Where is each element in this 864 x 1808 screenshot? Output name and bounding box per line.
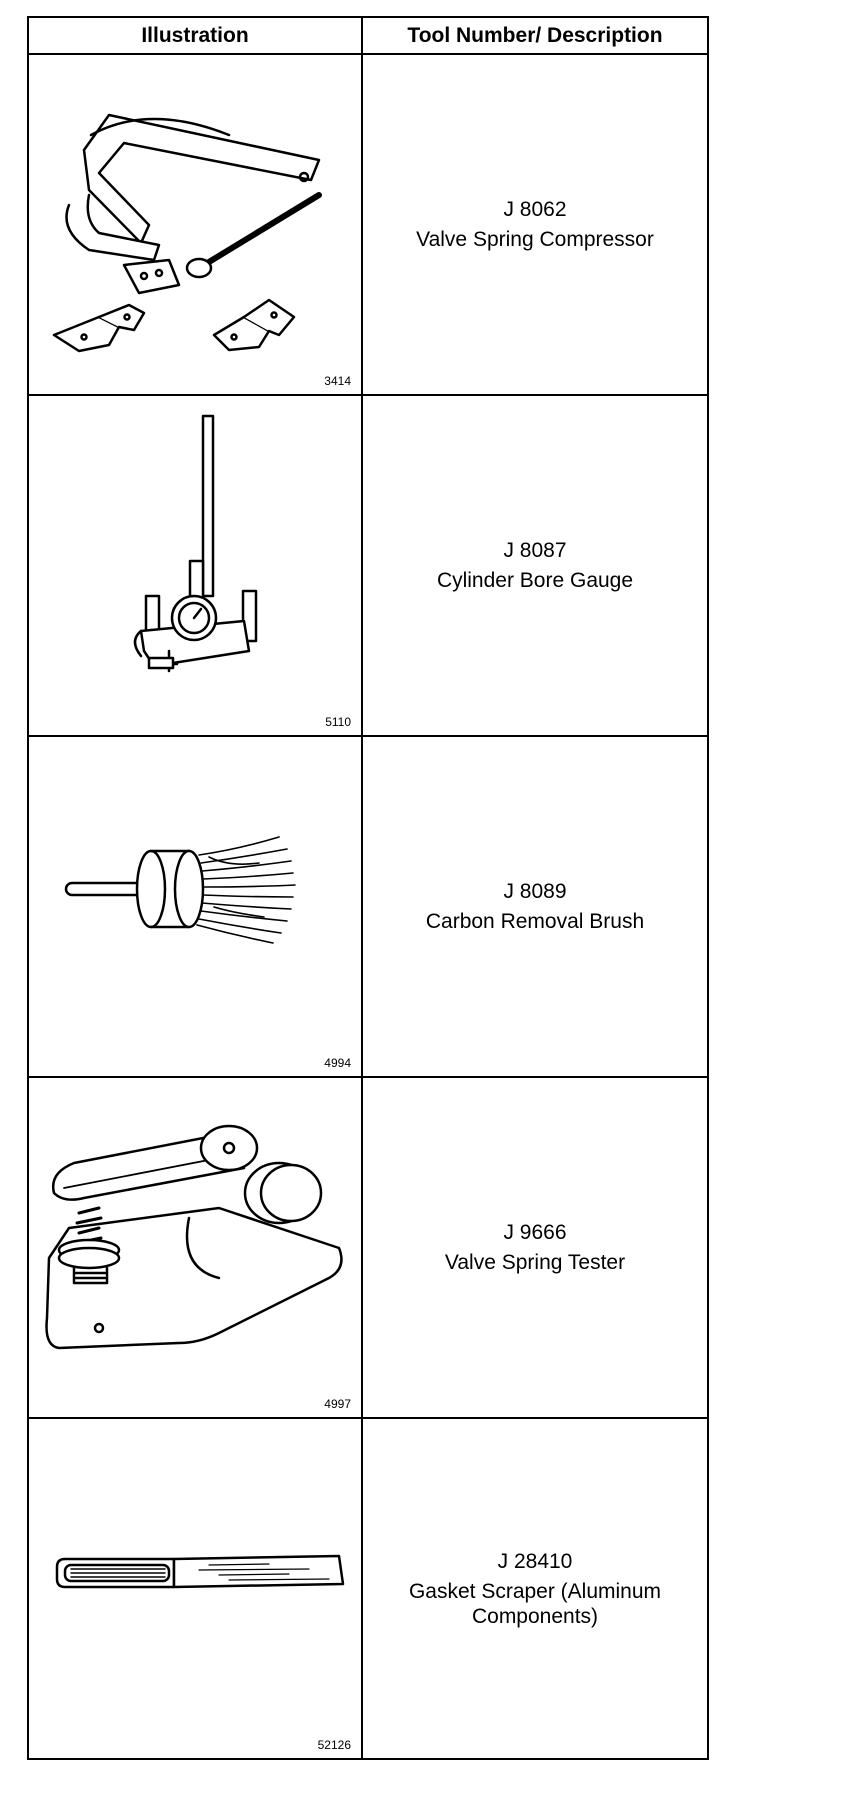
illustration-cell: 3414 — [27, 53, 363, 396]
tool-number: J 8087 — [503, 539, 567, 562]
cylinder-bore-gauge-icon — [133, 414, 258, 673]
tool-description: Valve Spring Tester — [444, 1251, 626, 1274]
carbon-removal-brush-icon — [64, 836, 296, 944]
header-tool-description: Tool Number/ Description — [361, 16, 709, 55]
description-cell: J 8089 Carbon Removal Brush — [361, 735, 709, 1078]
illustration-cell: 52126 — [27, 1417, 363, 1760]
tool-description: Gasket Scraper (Aluminum Components) — [408, 1579, 662, 1628]
figure-number: 4997 — [324, 1397, 351, 1411]
illustration-cell: 4994 — [27, 735, 363, 1078]
illustration-cell: 4997 — [27, 1076, 363, 1419]
description-cell: J 8087 Cylinder Bore Gauge — [361, 394, 709, 737]
table-row: 52126 J 28410 Gasket Scraper (Aluminum C… — [27, 1417, 709, 1760]
description-cell: J 28410 Gasket Scraper (Aluminum Compone… — [361, 1417, 709, 1760]
table-row: 3414 J 8062 Valve Spring Compressor — [27, 53, 709, 396]
tool-number: J 8089 — [503, 880, 567, 903]
tool-table: Illustration Tool Number/ Description — [27, 16, 709, 1760]
tool-description: Carbon Removal Brush — [425, 910, 645, 933]
table-row: 5110 J 8087 Cylinder Bore Gauge — [27, 394, 709, 737]
valve-spring-tester-icon — [45, 1124, 343, 1350]
table-row: 4997 J 9666 Valve Spring Tester — [27, 1076, 709, 1419]
description-cell: J 8062 Valve Spring Compressor — [361, 53, 709, 396]
tool-number: J 8062 — [503, 198, 567, 221]
illustration-cell: 5110 — [27, 394, 363, 737]
valve-spring-compressor-icon — [52, 113, 322, 353]
tool-description: Valve Spring Compressor — [416, 228, 654, 251]
header-row: Illustration Tool Number/ Description — [27, 16, 709, 55]
figure-number: 5110 — [325, 715, 351, 729]
description-cell: J 9666 Valve Spring Tester — [361, 1076, 709, 1419]
tool-number: J 9666 — [503, 1221, 567, 1244]
tool-description: Cylinder Bore Gauge — [436, 569, 634, 592]
figure-number: 3414 — [324, 374, 351, 388]
gasket-scraper-icon — [55, 1554, 345, 1589]
tool-number: J 28410 — [497, 1549, 573, 1573]
table-row: 4994 J 8089 Carbon Removal Brush — [27, 735, 709, 1078]
figure-number: 4994 — [324, 1056, 351, 1070]
figure-number: 52126 — [317, 1738, 351, 1752]
header-illustration: Illustration — [27, 16, 363, 55]
